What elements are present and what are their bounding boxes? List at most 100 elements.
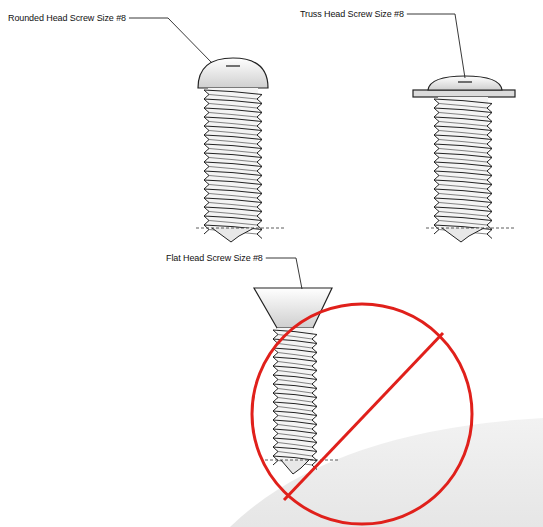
thread-root: [439, 122, 487, 127]
thread-crest: [204, 99, 262, 104]
thread-edge: [487, 113, 492, 122]
screw-tip: [212, 228, 254, 242]
thread-crest: [204, 180, 262, 185]
thread-edge: [312, 407, 317, 416]
thread-edge: [204, 171, 209, 180]
screw-threads: [196, 88, 514, 474]
thread-edge: [487, 194, 492, 203]
thread-root: [439, 212, 487, 217]
thread-edge: [257, 131, 262, 140]
thread-edge: [434, 225, 439, 234]
thread-edge: [434, 135, 439, 144]
thread-crest: [204, 189, 262, 194]
thread-root: [209, 95, 257, 100]
thread-edge: [273, 402, 278, 411]
screw-label: Truss Head Screw Size #8: [300, 8, 404, 20]
rounded-head: [198, 58, 268, 88]
thread-crest: [204, 126, 262, 131]
thread-edge: [434, 99, 439, 108]
thread-edge: [204, 117, 209, 126]
thread-root: [278, 416, 312, 421]
thread-root: [209, 194, 257, 199]
thread-edge: [273, 438, 278, 447]
thread-crest: [434, 126, 492, 131]
thread-crest: [434, 216, 492, 221]
thread-root: [439, 185, 487, 190]
surface-line: [265, 460, 339, 461]
thread-edge: [487, 167, 492, 176]
thread-edge: [434, 198, 439, 207]
thread-root: [278, 398, 312, 403]
thread-root: [439, 221, 487, 226]
leader-line: [266, 258, 302, 289]
thread-root: [278, 353, 312, 358]
thread-root: [278, 362, 312, 367]
thread-root: [209, 203, 257, 208]
thread-root: [209, 158, 257, 163]
thread-edge: [434, 162, 439, 171]
thread-root: [209, 185, 257, 190]
thread-root: [439, 140, 487, 145]
thread-root: [209, 221, 257, 226]
thread-edge: [434, 144, 439, 153]
thread-edge: [434, 189, 439, 198]
thread-crest: [434, 198, 492, 203]
thread-edge: [487, 149, 492, 158]
thread-root: [278, 344, 312, 349]
thread-edge: [434, 117, 439, 126]
thread-edge: [257, 104, 262, 113]
thread-edge: [487, 158, 492, 167]
thread-crest: [273, 375, 317, 380]
thread-edge: [312, 362, 317, 371]
surface-line: [426, 228, 514, 229]
thread-root: [278, 407, 312, 412]
thread-edge: [257, 185, 262, 194]
prohibition-slash: [284, 333, 443, 500]
thread-root: [209, 113, 257, 118]
thread-crest: [273, 420, 317, 425]
thread-edge: [257, 95, 262, 104]
thread-crest: [204, 207, 262, 212]
screw-label: Rounded Head Screw Size #8: [8, 12, 126, 24]
screw-tip: [281, 460, 309, 474]
thread-crest: [273, 447, 317, 452]
thread-edge: [257, 122, 262, 131]
thread-crest: [273, 429, 317, 434]
thread-root: [209, 212, 257, 217]
thread-edge: [273, 375, 278, 384]
thread-crest: [434, 117, 492, 122]
thread-edge: [204, 198, 209, 207]
thread-edge: [273, 456, 278, 465]
thread-edge: [257, 212, 262, 221]
thread-edge: [204, 108, 209, 117]
thread-crest: [434, 189, 492, 194]
thread-edge: [487, 230, 492, 239]
thread-edge: [204, 162, 209, 171]
thread-edge: [257, 230, 262, 239]
thread-root: [278, 380, 312, 385]
thread-edge: [312, 380, 317, 389]
thread-edge: [434, 126, 439, 135]
thread-edge: [434, 216, 439, 225]
leader-line: [407, 14, 465, 78]
thread-edge: [204, 189, 209, 198]
thread-root: [439, 131, 487, 136]
thread-edge: [273, 429, 278, 438]
thread-edge: [312, 389, 317, 398]
thread-crest: [273, 330, 317, 335]
thread-edge: [487, 212, 492, 221]
thread-edge: [312, 344, 317, 353]
thread-edge: [273, 384, 278, 393]
thread-root: [439, 167, 487, 172]
thread-crest: [204, 216, 262, 221]
thread-crest: [273, 384, 317, 389]
thread-crest: [434, 207, 492, 212]
thread-edge: [257, 194, 262, 203]
thread-edge: [487, 104, 492, 113]
thread-root: [278, 425, 312, 430]
thread-crest: [434, 144, 492, 149]
leader-lines: [129, 14, 465, 289]
thread-crest: [204, 135, 262, 140]
thread-edge: [434, 180, 439, 189]
